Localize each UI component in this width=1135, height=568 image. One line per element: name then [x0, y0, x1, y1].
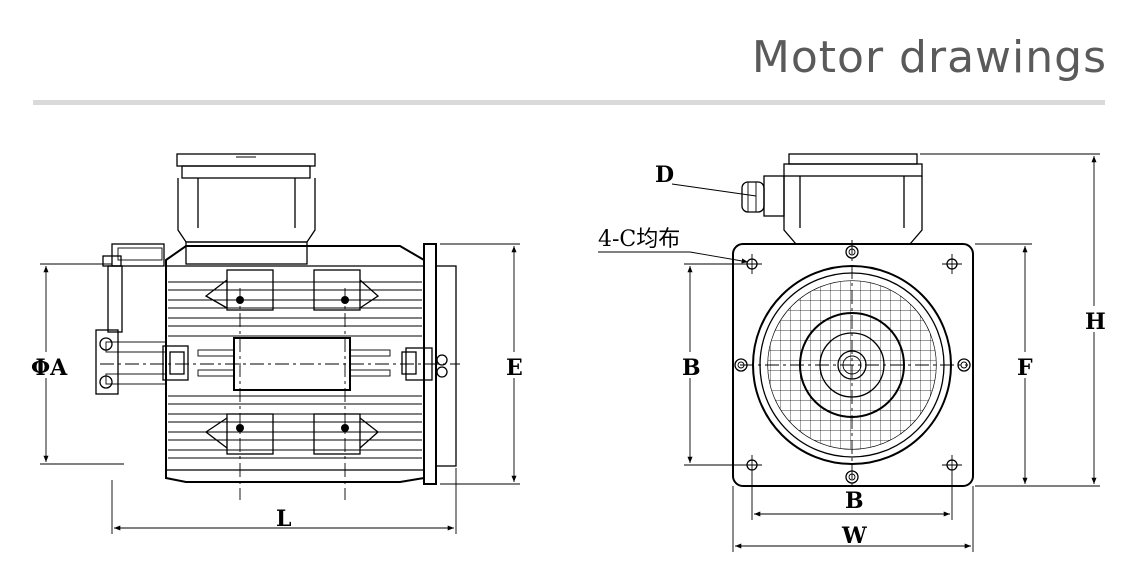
- label-f: F: [1017, 355, 1033, 381]
- dimension-b-horizontal: B: [751, 474, 953, 520]
- page-title: Motor drawings: [751, 32, 1107, 83]
- side-fan-cover: [405, 243, 457, 485]
- dimension-f: F: [975, 243, 1035, 487]
- front-flange-plate: [732, 243, 974, 487]
- dimension-h: H: [920, 153, 1106, 487]
- dimension-b-vertical: B: [680, 263, 746, 466]
- label-b-bottom: B: [845, 488, 864, 514]
- label-e: E: [506, 355, 523, 381]
- side-motor-body: [100, 245, 460, 500]
- dimension-phi-a: ΦA: [30, 263, 124, 465]
- mounting-hole-bottom-right: [942, 455, 962, 475]
- side-terminal-box: [176, 153, 316, 265]
- front-fan-grille: [740, 240, 968, 490]
- dimension-w: W: [732, 486, 974, 552]
- callout-d: D: [655, 162, 757, 197]
- front-view: D 4-C均布 B F: [598, 153, 1106, 552]
- label-h: H: [1085, 309, 1106, 335]
- label-d: D: [655, 162, 674, 188]
- side-view: ΦA E L: [30, 153, 524, 534]
- mounting-hole-bottom-left: [742, 455, 762, 475]
- title-divider: [33, 100, 1105, 105]
- label-b-left: B: [682, 355, 701, 381]
- side-shaft-end: [95, 243, 189, 395]
- label-l: L: [276, 506, 291, 532]
- dimension-e: E: [440, 243, 524, 485]
- dimension-l: L: [111, 468, 457, 534]
- callout-holes: 4-C均布: [598, 227, 749, 264]
- mounting-hole-top-right: [942, 254, 962, 274]
- label-w: W: [841, 523, 867, 549]
- cooling-fins: [168, 281, 422, 459]
- front-terminal-box: [741, 153, 923, 245]
- label-holes: 4-C均布: [598, 227, 680, 252]
- label-phi-a: ΦA: [31, 355, 68, 381]
